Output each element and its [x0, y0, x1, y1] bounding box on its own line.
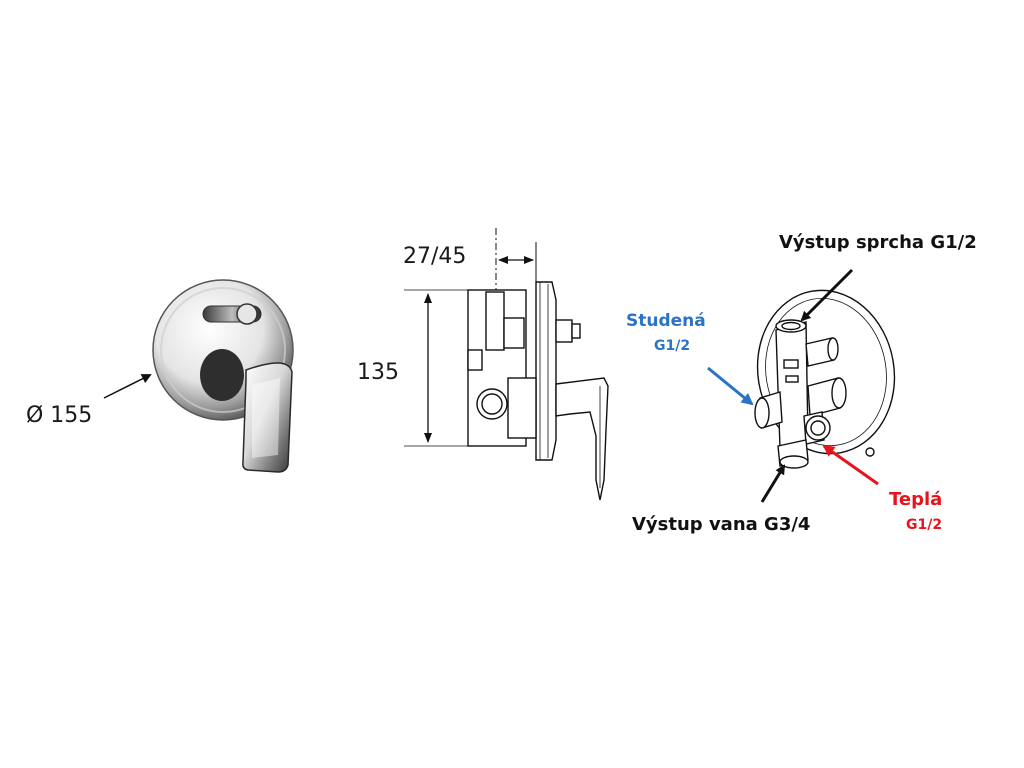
hot-label: Teplá	[889, 489, 943, 510]
depth-label: 27/45	[403, 244, 467, 269]
shower-outlet-label: Výstup sprcha G1/2	[779, 232, 977, 253]
cold-inlet-arrow	[707, 366, 754, 406]
height-label: 135	[357, 360, 399, 385]
cold-label: Studená	[626, 311, 706, 331]
cold-thread-label: G1/2	[654, 338, 691, 354]
hot-inlet-arrow	[822, 444, 879, 486]
mixer-photo	[152, 279, 294, 473]
diameter-arrow	[103, 374, 152, 399]
bath-outlet-label: Výstup vana G3/4	[632, 514, 811, 535]
rear-view-drawing	[754, 289, 896, 469]
hot-thread-label: G1/2	[906, 517, 943, 533]
diameter-label: Ø 155	[26, 403, 93, 428]
shower-outlet-arrow	[800, 268, 854, 322]
side-view-drawing	[404, 228, 609, 501]
bath-outlet-arrow	[760, 464, 786, 503]
